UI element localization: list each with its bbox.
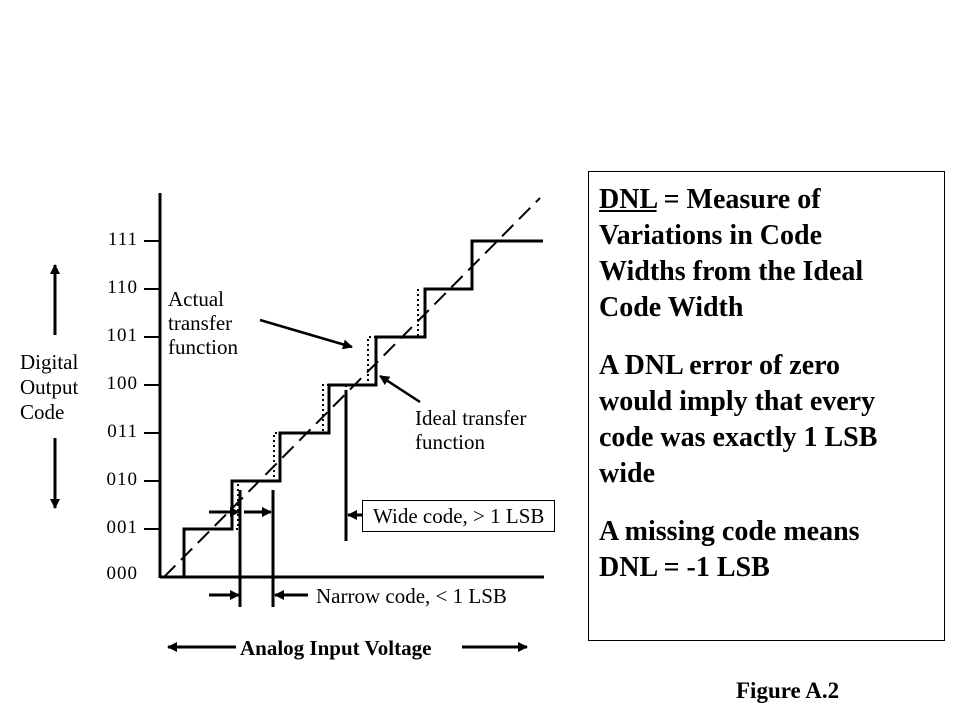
code-label-101: 101 — [106, 325, 138, 346]
x-axis-title: Analog Input Voltage — [240, 636, 432, 660]
dnl-term: DNL — [599, 184, 657, 215]
dnl-heading: DNL = Measure of — [599, 184, 821, 215]
dnl-zero-text: A DNL error of zero — [599, 350, 841, 381]
code-label-110: 110 — [107, 277, 138, 298]
figure-label: Figure A.2 — [736, 678, 840, 703]
dnl-explanation-box: DNL = Measure of Variations in Code Widt… — [588, 171, 945, 641]
y-axis-title: Digital Output Code — [20, 350, 79, 424]
code-label-011: 011 — [107, 421, 138, 442]
ideal-transfer-annotation: Ideal transfer function — [415, 406, 527, 454]
code-label-000: 000 — [106, 563, 138, 584]
code-label-111: 111 — [107, 229, 138, 250]
ideal-pointer-arrow — [379, 374, 421, 404]
narrow-code-label: Narrow code, < 1 LSB — [316, 584, 507, 608]
y-axis-ticks — [144, 240, 160, 530]
missing-code-text: A missing code means — [599, 516, 860, 547]
actual-pointer-arrow — [259, 318, 353, 350]
actual-transfer-annotation: Actual transfer function — [168, 287, 238, 359]
ideal-linear-line — [163, 197, 541, 578]
code-label-100: 100 — [106, 373, 138, 394]
wide-code-label: Wide code, > 1 LSB — [362, 500, 556, 532]
code-label-010: 010 — [106, 469, 138, 490]
code-label-001: 001 — [106, 517, 138, 538]
